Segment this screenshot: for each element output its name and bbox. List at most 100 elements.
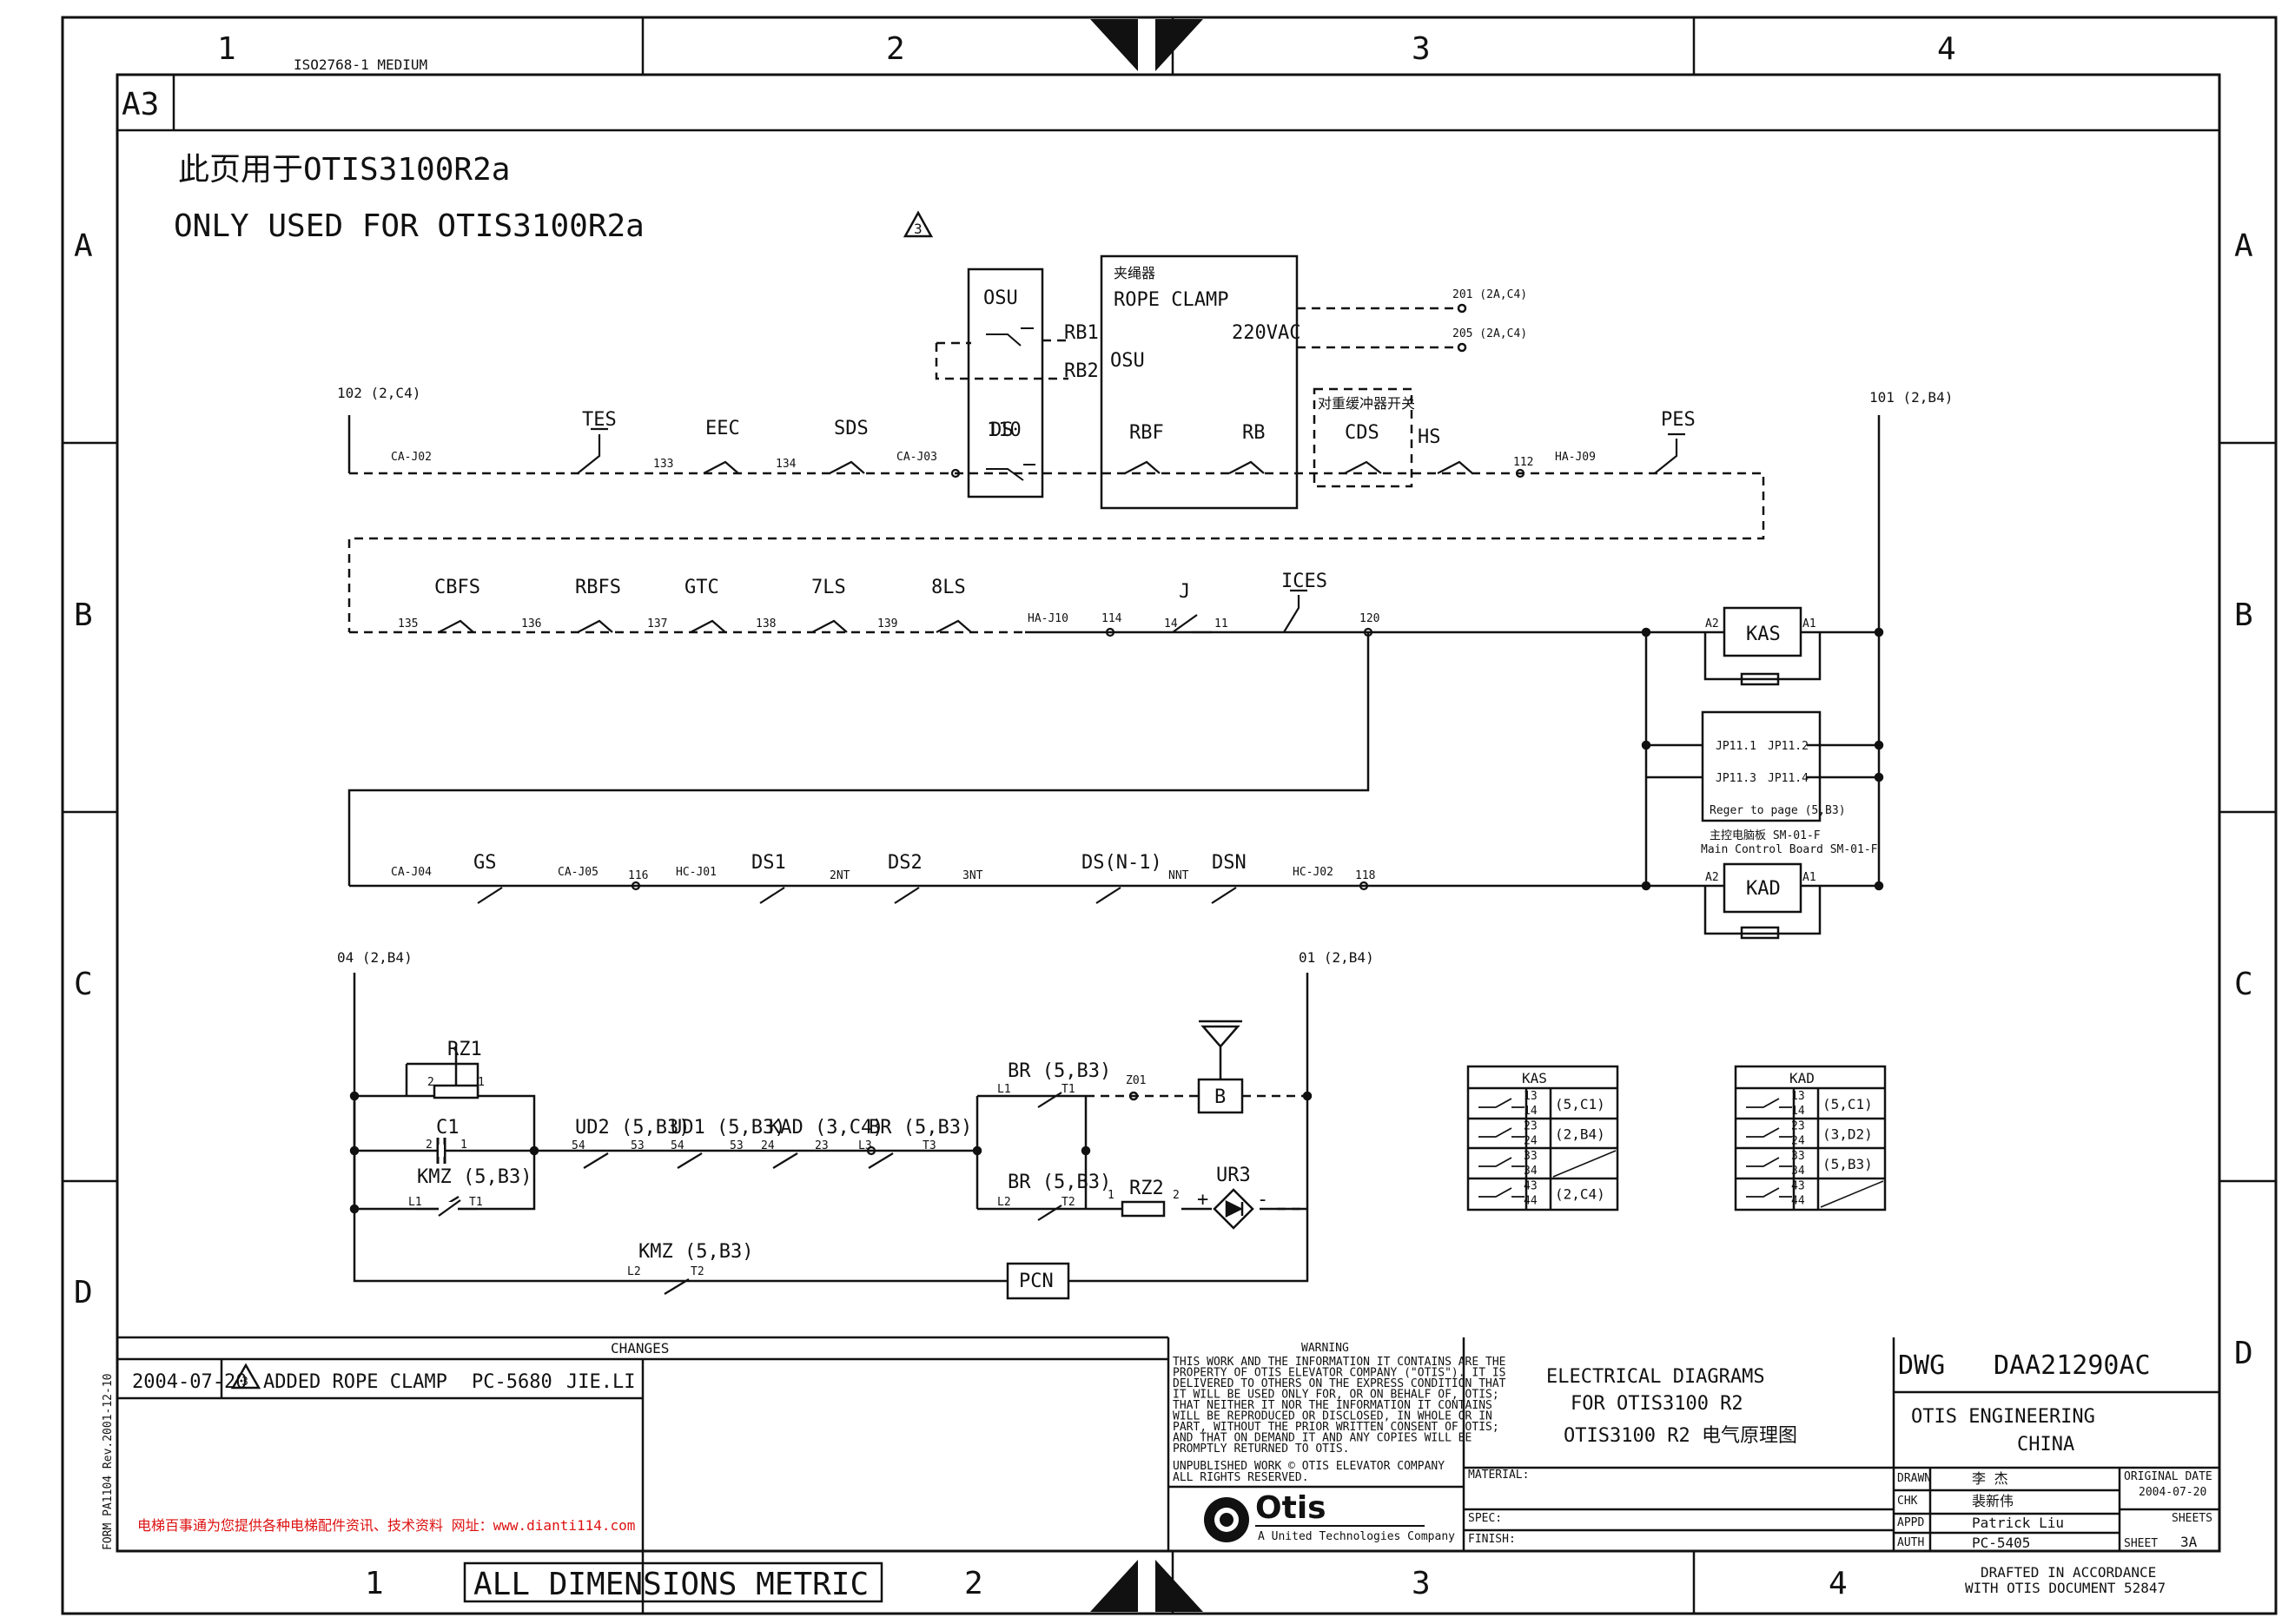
switch-gs-label: GS <box>473 852 497 874</box>
change-text: ADDED ROPE CLAMP <box>263 1371 447 1393</box>
change-pc: PC-5680 <box>472 1371 552 1393</box>
drawn-label: DRAWN <box>1897 1472 1931 1485</box>
svg-text:C1: C1 <box>436 1117 460 1139</box>
ur3-rectifier: UR3 + - <box>1197 1165 1268 1230</box>
contact-pin-top: 13 <box>1791 1090 1805 1103</box>
switch-tes-label: TES <box>582 409 617 431</box>
kad-contact-label: KAD (3,C4) <box>769 1117 883 1139</box>
watermark-text: 电梯百事通为您提供各种电梯配件资讯、技术资料 网址：www.dianti114.… <box>137 1517 635 1534</box>
conn-ca-j04: CA-J04 <box>391 866 432 879</box>
switch-cbfs-label: CBFS <box>434 577 480 598</box>
center-mark-bottom <box>1090 1560 1203 1612</box>
br-contact-1-label: BR (5,B3) <box>869 1117 972 1139</box>
svg-text:+: + <box>1197 1189 1208 1211</box>
switch-gs <box>477 887 503 904</box>
node-138: 138 <box>756 617 776 630</box>
svg-text:RZ2: RZ2 <box>1129 1178 1164 1199</box>
row-2-switches <box>438 589 1373 637</box>
node-nnt: NNT <box>1168 869 1189 882</box>
switch-tes <box>577 427 608 474</box>
svg-text:220VAC: 220VAC <box>1232 322 1300 344</box>
col-label-2-bottom: 2 <box>964 1566 983 1601</box>
node-120: 120 <box>1359 612 1379 625</box>
change-mark: 3 <box>241 1376 248 1389</box>
changes-header: CHANGES <box>611 1340 669 1357</box>
ud1-label: UD1 (5,B3) <box>671 1117 785 1139</box>
cds-box: 对重缓冲器开关 CDS <box>1313 387 1415 488</box>
svg-text:JP11.2: JP11.2 <box>1768 740 1809 753</box>
warning-line: DELIVERED TO OTHERS ON THE EXPRESS CONDI… <box>1173 1377 1506 1390</box>
switch-cbfs <box>438 619 474 633</box>
svg-text:DS: DS <box>990 419 1014 441</box>
contact-pin-top: 23 <box>1791 1120 1805 1133</box>
note-en: ONLY USED FOR OTIS3100R2a <box>174 208 645 244</box>
terminal-205 <box>1457 342 1467 353</box>
row-2-labels: 135 CBFS 136 RBFS 137 GTC 138 7LS 139 8L… <box>398 571 1379 630</box>
warning-line: THAT NEITHER IT NOR THE INFORMATION IT C… <box>1173 1399 1492 1412</box>
svg-text:RZ1: RZ1 <box>447 1039 482 1060</box>
sheet-size: A3 <box>122 87 159 122</box>
switch-7ls <box>811 619 848 633</box>
br-contact-2-label: BR (5,B3) <box>1008 1060 1111 1082</box>
svg-text:1: 1 <box>460 1139 467 1152</box>
svg-text:L1: L1 <box>997 1083 1011 1096</box>
svg-text:L2: L2 <box>997 1196 1011 1209</box>
contact-pin-top: 43 <box>1791 1180 1805 1193</box>
dimensions-note-box: ALL DIMENSIONS METRIC <box>463 1561 883 1603</box>
contact-reference: (2,C4) <box>1555 1186 1605 1203</box>
svg-text:L1: L1 <box>408 1196 422 1209</box>
sheet-label: SHEET <box>2124 1537 2158 1550</box>
company-line-2: CHINA <box>2017 1434 2074 1456</box>
svg-text:24: 24 <box>761 1139 775 1152</box>
kmz-contact-1: KMZ (5,B3) L1 T1 <box>408 1166 532 1217</box>
col-label-4-top: 4 <box>1937 31 1956 67</box>
rz1-resistor: RZ1 2 1 <box>427 1039 485 1099</box>
warning-title: WARNING <box>1301 1342 1349 1355</box>
warning-block <box>1167 1337 1465 1551</box>
col-label-1-bottom: 1 <box>365 1566 384 1601</box>
auth-number: PC-5405 <box>1972 1535 2030 1551</box>
svg-text:对重缓冲器开关: 对重缓冲器开关 <box>1318 395 1415 412</box>
conn-hc-j02: HC-J02 <box>1293 866 1333 879</box>
contact-reference: (5,C1) <box>1822 1096 1873 1112</box>
warning-unpub: UNPUBLISHED WORK © OTIS ELEVATOR COMPANY <box>1173 1460 1445 1473</box>
svg-text:110: 110 <box>987 419 1022 441</box>
warning-line: IT WILL BE USED ONLY FOR, OR ON BEHALF O… <box>1173 1389 1499 1402</box>
relay-kas: KAS A2 A1 <box>1703 606 1822 686</box>
sheet-number: 3A <box>2180 1534 2198 1550</box>
switch-gtc <box>690 619 726 633</box>
ref-01: 01 (2,B4) <box>1299 949 1374 966</box>
warning-line: PROMPTLY RETURNED TO OTIS. <box>1173 1442 1350 1456</box>
contact-pin-bottom: 14 <box>1791 1105 1805 1118</box>
safety-chain-row-2 <box>347 630 1646 886</box>
tolerance-medium: ISO2768-1 MEDIUM <box>294 56 427 73</box>
relay-kad: KAD A2 A1 <box>1703 862 1822 940</box>
row-label-a-left: A <box>74 228 93 264</box>
brake-labels: UD2 (5,B3) UD1 (5,B3) KAD (3,C4) BR (5,B… <box>337 949 1374 1278</box>
form-label: FORM PA1104 Rev.2001-12-10 <box>102 1374 115 1551</box>
br-contact-3-label: BR (5,B3) <box>1008 1172 1111 1193</box>
col-label-1-top: 1 <box>217 31 236 67</box>
svg-text:2: 2 <box>426 1139 433 1152</box>
switch-j-label: J <box>1179 581 1190 603</box>
row-label-c-right: C <box>2234 967 2253 1002</box>
svg-text:Otis: Otis <box>1255 1490 1326 1526</box>
contact-pin-bottom: 34 <box>1524 1165 1538 1178</box>
main-board-jp11: JP11.1 JP11.2 JP11.3 JP11.4 Reger to pag… <box>1701 710 1878 856</box>
node-136: 136 <box>521 617 541 630</box>
material-label: MATERIAL: <box>1468 1469 1529 1482</box>
row-3-labels: CA-J04 GS CA-J05 116 HC-J01 DS1 2NT DS2 … <box>391 852 1375 882</box>
svg-text:Reger to page (5,B3): Reger to page (5,B3) <box>1710 804 1846 817</box>
warning-line: PROPERTY OF OTIS ELEVATOR COMPANY ("OTIS… <box>1173 1367 1506 1380</box>
node-116: 116 <box>628 869 648 882</box>
switch-ices-label: ICES <box>1281 571 1327 592</box>
row-label-b-right: B <box>2234 597 2253 633</box>
svg-text:UR3: UR3 <box>1216 1165 1251 1186</box>
switch-eec <box>703 460 739 474</box>
switch-dsn-label: DSN <box>1212 852 1247 874</box>
svg-text:T1: T1 <box>469 1196 483 1209</box>
node-3nt: 3NT <box>962 869 983 882</box>
switch-eec-label: EEC <box>705 418 740 439</box>
